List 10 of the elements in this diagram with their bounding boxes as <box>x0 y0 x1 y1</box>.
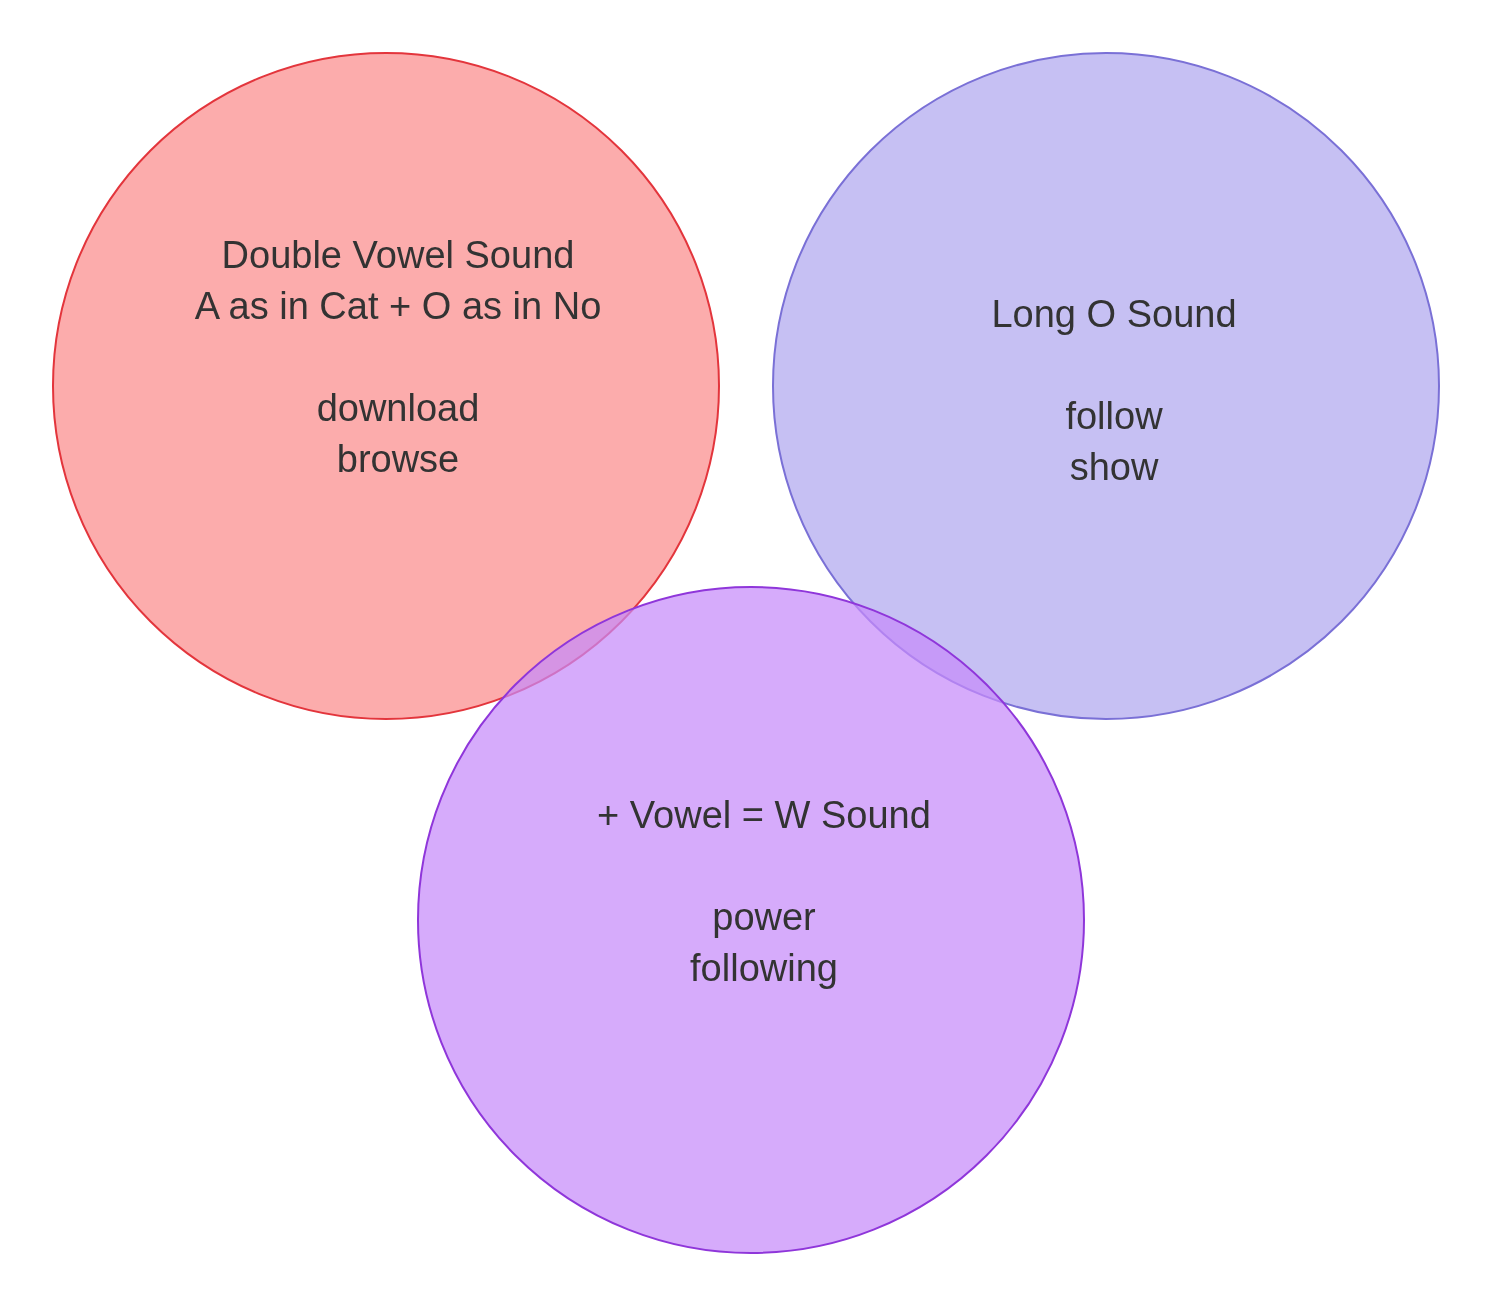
circle-heading: + Vowel = W Sound <box>597 793 931 838</box>
circle-heading: Long O Sound <box>991 292 1237 337</box>
example-word: follow <box>1065 394 1163 439</box>
example-word: power <box>712 895 816 940</box>
example-word: show <box>1069 445 1159 490</box>
circle-heading: A as in Cat + O as in No <box>194 284 602 329</box>
circle-heading: Double Vowel Sound <box>221 233 575 278</box>
example-word: download <box>316 386 480 431</box>
example-word: browse <box>336 437 460 482</box>
example-word: following <box>690 946 838 991</box>
